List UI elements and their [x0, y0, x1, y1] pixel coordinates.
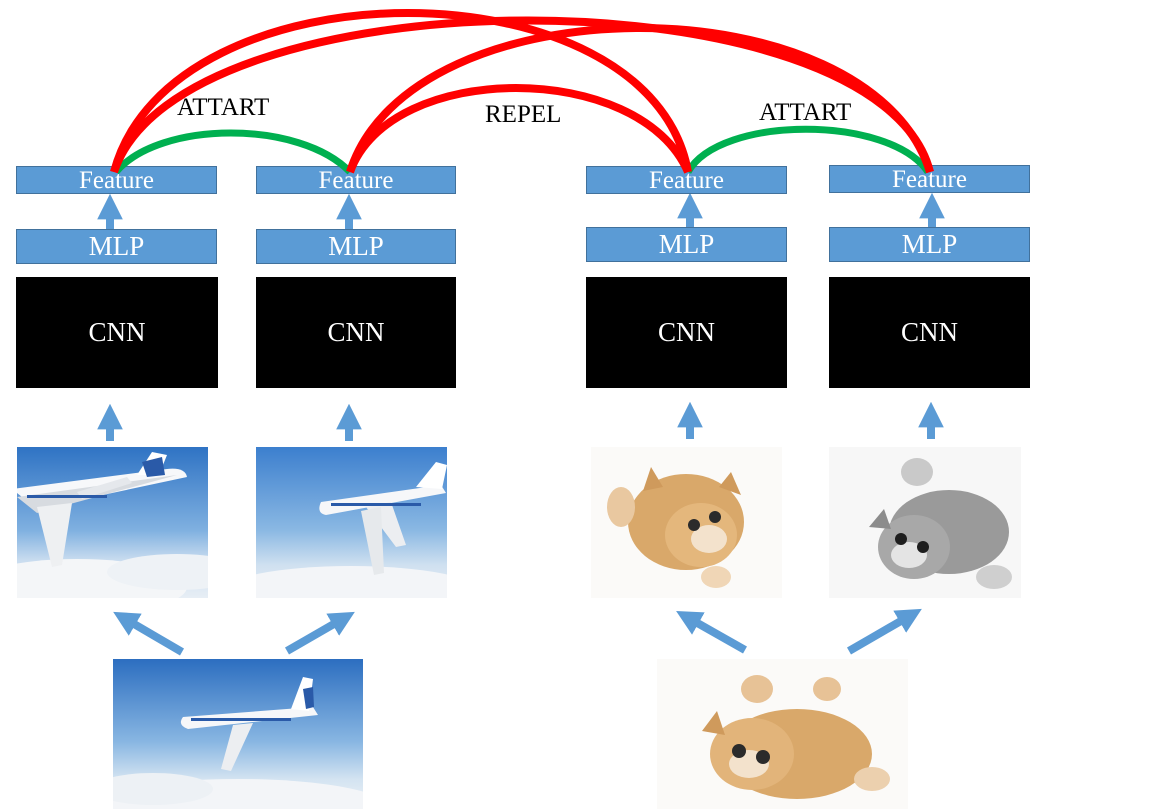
- mlp-label-1: MLP: [88, 231, 145, 261]
- mlp-label-2: MLP: [328, 231, 384, 261]
- cnn-box-3: CNN: [586, 277, 787, 388]
- airplane-source-image: [113, 659, 363, 809]
- mlp-label-3: MLP: [658, 229, 715, 259]
- feature-box-3: Feature: [586, 166, 787, 194]
- attract-curve-right: [684, 125, 931, 175]
- kitten-augmented-image-1: [591, 447, 782, 598]
- repel-curve-3: [346, 24, 934, 174]
- feature-box-2: Feature: [256, 166, 456, 194]
- airplane-augmented-image-1: [17, 447, 208, 598]
- source-to-aug-arrow-2: [285, 611, 355, 655]
- airplane-augmented-image-2: [256, 447, 447, 598]
- feature-box-4: Feature: [829, 165, 1030, 193]
- cnn-box-4: CNN: [829, 277, 1030, 388]
- kitten-source-image: [657, 659, 908, 809]
- attract-label-left: ATTART: [177, 94, 270, 121]
- repel-curve-1: [110, 9, 692, 174]
- cnn-box-2: CNN: [256, 277, 456, 388]
- cnn-label-3: CNN: [657, 317, 715, 347]
- attract-curve-left: [113, 129, 353, 175]
- source-to-aug-arrow-3: [676, 610, 747, 654]
- kitten-augmented-image-2-grayscale: [829, 447, 1021, 598]
- mlp-label-4: MLP: [901, 229, 958, 259]
- repel-label: REPEL: [485, 101, 562, 128]
- cnn-label-2: CNN: [327, 317, 385, 347]
- cnn-label-1: CNN: [88, 317, 146, 347]
- repel-curve-4: [346, 84, 692, 174]
- cnn-box-1: CNN: [16, 277, 218, 388]
- mlp-box-2: MLP: [256, 229, 456, 264]
- mlp-box-3: MLP: [586, 227, 787, 262]
- cnn-label-4: CNN: [900, 317, 958, 347]
- source-to-aug-arrow-1: [113, 611, 185, 656]
- mlp-box-4: MLP: [829, 227, 1030, 262]
- source-to-aug-arrow-4: [846, 608, 922, 655]
- mlp-box-1: MLP: [16, 229, 217, 264]
- attract-label-right: ATTART: [759, 99, 852, 126]
- feature-label-2: Feature: [318, 166, 394, 194]
